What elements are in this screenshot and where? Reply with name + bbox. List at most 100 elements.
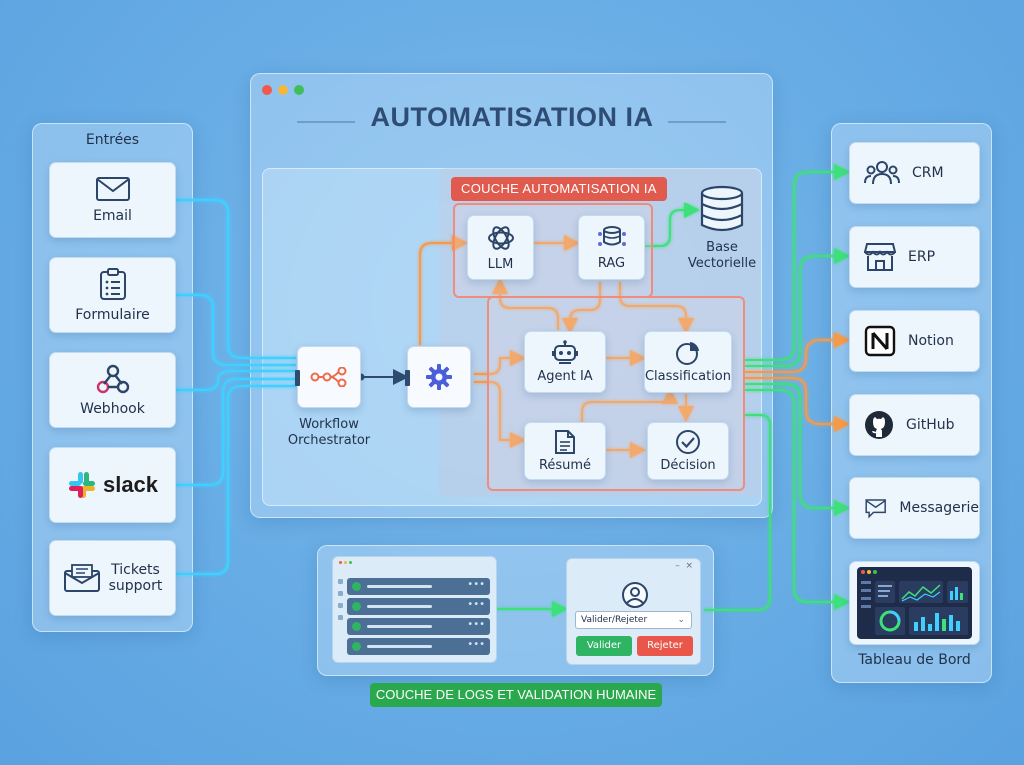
output-label: Messagerie	[899, 500, 979, 516]
clipboard-icon	[99, 268, 126, 300]
sidebar-marker	[338, 591, 343, 596]
message-icon	[865, 499, 886, 519]
reject-button[interactable]: Rejeter	[637, 636, 693, 656]
log-row[interactable]: •••	[347, 598, 490, 615]
inputs-title: Entrées	[85, 132, 140, 148]
resume-node[interactable]: Résumé	[524, 422, 606, 480]
notion-icon	[864, 325, 896, 357]
port-left	[295, 370, 300, 386]
rag-node[interactable]: RAG	[578, 215, 645, 280]
llm-label: LLM	[487, 256, 514, 272]
github-icon	[865, 411, 893, 439]
maximize-dot[interactable]	[294, 85, 304, 95]
output-label: Notion	[908, 333, 954, 349]
dashboard-icon	[857, 567, 972, 639]
output-erp[interactable]: ERP	[849, 226, 980, 288]
rag-label: RAG	[597, 255, 626, 271]
input-label: Webhook	[80, 401, 145, 417]
title-rule-left	[297, 121, 355, 123]
sidebar-marker	[338, 603, 343, 608]
database-icon	[700, 185, 744, 232]
classification-node[interactable]: Classification	[644, 331, 732, 393]
output-notion[interactable]: Notion	[849, 310, 980, 372]
close-dot[interactable]	[262, 85, 272, 95]
check-icon	[352, 582, 361, 591]
vector-db[interactable]	[698, 185, 746, 239]
llm-node[interactable]: LLM	[467, 215, 534, 280]
input-tickets[interactable]: Tickets support	[49, 540, 176, 616]
output-crm[interactable]: CRM	[849, 142, 980, 204]
input-formulaire[interactable]: Formulaire	[49, 257, 176, 333]
validate-button[interactable]: Valider	[576, 636, 632, 656]
slack-icon	[68, 472, 95, 498]
user-avatar-icon	[622, 582, 648, 608]
log-text-bar	[367, 625, 432, 628]
input-label: Tickets support	[108, 562, 163, 594]
output-label: Tableau de Bord	[858, 652, 971, 668]
resume-label: Résumé	[538, 457, 592, 473]
input-webhook[interactable]: Webhook	[49, 352, 176, 428]
port-left	[405, 370, 410, 386]
log-row[interactable]: •••	[347, 618, 490, 635]
ai-layer-tag: COUCHE AUTOMATISATION IA	[451, 177, 667, 201]
webhook-icon	[96, 364, 129, 394]
decision-label: Décision	[660, 457, 716, 473]
more-icon[interactable]: •••	[467, 619, 485, 630]
check-icon	[352, 602, 361, 611]
decision-select[interactable]: Valider/Rejeter ⌄	[575, 611, 692, 629]
rag-database-icon	[597, 225, 626, 246]
log-row[interactable]: •••	[347, 578, 490, 595]
workflow-orchestrator-node[interactable]	[295, 346, 361, 408]
minimize-dot	[344, 561, 347, 564]
robot-icon	[552, 339, 578, 364]
input-label: slack	[102, 472, 159, 497]
log-text-bar	[367, 645, 432, 648]
decision-node[interactable]: Décision	[647, 422, 729, 480]
pie-chart-icon	[676, 341, 699, 365]
window-buttons[interactable]: – ×	[675, 561, 693, 571]
title-rule-right	[668, 121, 726, 123]
agent-label: Agent IA	[537, 368, 593, 384]
sidebar-marker	[338, 615, 343, 620]
openai-icon	[487, 225, 514, 250]
more-icon[interactable]: •••	[467, 639, 485, 650]
page-title: AUTOMATISATION IA	[370, 102, 654, 132]
workflow-icon	[310, 367, 347, 387]
more-icon[interactable]: •••	[467, 599, 485, 610]
more-icon[interactable]: •••	[467, 579, 485, 590]
orchestrator-label: Workflow Orchestrator	[287, 417, 371, 448]
store-icon	[864, 243, 896, 271]
select-value: Valider/Rejeter	[581, 615, 648, 625]
input-email[interactable]: Email	[49, 162, 176, 238]
output-github[interactable]: GitHub	[849, 394, 980, 456]
output-messagerie[interactable]: Messagerie	[849, 477, 980, 539]
agent-ia-node[interactable]: Agent IA	[524, 331, 606, 393]
minimize-dot[interactable]	[278, 85, 288, 95]
close-dot	[339, 561, 342, 564]
gear-icon	[426, 364, 452, 390]
output-label: ERP	[908, 249, 936, 265]
output-dashboard[interactable]	[849, 561, 980, 645]
vector-db-label: Base Vectorielle	[687, 240, 757, 271]
logs-tag: COUCHE DE LOGS ET VALIDATION HUMAINE	[370, 683, 662, 707]
ticket-mail-icon	[63, 564, 100, 592]
mail-icon	[95, 177, 130, 201]
log-text-bar	[367, 605, 432, 608]
log-row[interactable]: •••	[347, 638, 490, 655]
check-circle-icon	[676, 429, 700, 454]
log-text-bar	[367, 585, 432, 588]
users-icon	[864, 161, 900, 185]
logs-list: ••• ••• ••• •••	[332, 556, 497, 663]
sidebar-marker	[338, 579, 343, 584]
output-label: CRM	[912, 165, 944, 181]
gear-node[interactable]	[405, 346, 471, 408]
input-label: Formulaire	[75, 307, 150, 323]
check-icon	[352, 642, 361, 651]
input-label: Email	[93, 208, 132, 224]
window-controls	[262, 85, 304, 95]
maximize-dot	[349, 561, 352, 564]
input-slack[interactable]: slack	[49, 447, 176, 523]
classification-label: Classification	[644, 368, 732, 384]
output-label: GitHub	[906, 417, 955, 433]
document-icon	[555, 429, 575, 454]
